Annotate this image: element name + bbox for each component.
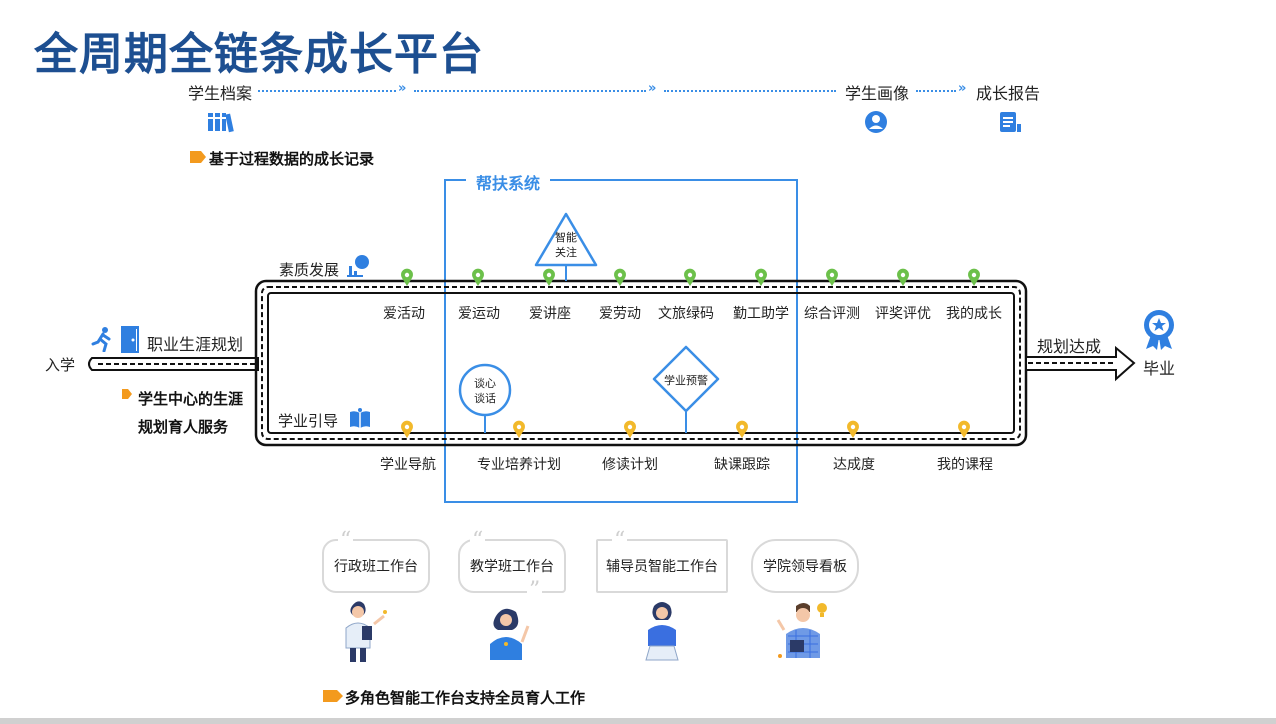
orange-marker-icon [190,151,206,163]
record-note: 基于过程数据的成长记录 [209,150,375,168]
page-title: 全周期全链条成长平台 [34,29,484,80]
upper-item-label: 爱活动 [383,306,425,322]
location-pin-icon [472,268,484,286]
student-file-label: 学生档案 [188,84,253,103]
upper-item-label: 我的成长 [946,306,1002,322]
orange-marker-icon [122,389,132,399]
lower-item-label: 学业导航 [380,457,436,473]
quality-development-label: 素质发展 [279,261,340,279]
running-person-icon [91,327,111,352]
enroll-label: 入学 [45,356,76,374]
academic-guidance-label: 学业引导 [278,412,339,430]
quote-open-icon: “ [612,528,628,553]
person-with-tablet-illustration [345,601,387,662]
location-pin-icon [897,268,909,286]
location-pin-icon [401,420,414,438]
location-pin-icon [401,268,413,286]
open-book-icon [350,408,370,428]
upper-item-label: 爱运动 [458,306,500,322]
orange-marker-icon [323,690,343,702]
quote-close-icon: ” [527,578,543,603]
user-portrait-icon [865,111,887,133]
smart-attention-line: 智能 [555,231,577,244]
lower-item-label: 缺课跟踪 [714,457,770,473]
smart-attention-line: 关注 [555,246,577,259]
woman-standing-illustration [645,602,679,661]
support-system-box [444,179,798,503]
graduate-label: 毕业 [1143,359,1176,378]
chevron-right-icon: » [398,81,407,96]
flow-dots [664,90,836,92]
books-icon [208,113,234,133]
support-system-title: 帮扶系统 [466,170,551,194]
lower-item-label: 我的课程 [937,457,993,473]
quote-open-icon: “ [470,528,486,553]
workbench-label: 行政班工作台 [334,559,418,575]
heart-talk-line: 谈话 [474,392,496,405]
career-note-line: 规划育人服务 [138,418,229,436]
student-portrait-label: 学生画像 [845,84,910,103]
plan-achieved-label: 规划达成 [1037,337,1102,356]
upper-item-label: 爱劳动 [599,306,641,322]
flow-dots [916,90,956,92]
workbench-counselor[interactable]: 辅导员智能工作台 [596,539,728,593]
location-pin-icon [755,268,768,286]
lower-item-label: 专业培养计划 [477,457,561,473]
door-icon [121,326,139,353]
career-planning-label: 职业生涯规划 [147,335,244,354]
location-pin-icon [624,420,636,438]
growth-report-label: 成长报告 [976,84,1041,103]
workbench-admin-class[interactable]: 行政班工作台 [322,539,430,593]
location-pin-icon [847,420,860,438]
upper-item-label: 评奖评优 [875,306,931,322]
person-board-icon [347,255,369,277]
heart-talk-label: 谈心 谈话 [465,376,505,406]
location-pin-icon [614,268,626,286]
career-note-line: 学生中心的生涯 [138,390,244,408]
smart-attention-label: 智能 关注 [546,230,586,260]
bottom-divider [0,718,1276,724]
chevron-right-icon: » [958,81,967,96]
upper-item-label: 爱讲座 [529,306,571,322]
quote-open-icon: “ [338,528,354,553]
location-pin-icon [968,268,980,286]
woman-waving-illustration [490,608,530,660]
heart-talk-line: 谈心 [474,377,496,390]
lower-item-label: 修读计划 [602,457,658,473]
academic-warning-label: 学业预警 [664,374,708,387]
upper-item-label: 综合评测 [804,306,860,322]
location-pin-icon [736,420,749,438]
location-pin-icon [826,268,839,286]
workbench-note: 多角色智能工作台支持全员育人工作 [345,689,586,707]
location-pin-icon [684,268,696,286]
location-pin-icon [957,420,970,438]
workbench-label: 学院领导看板 [763,559,847,575]
location-pin-icon [513,420,525,438]
flow-dots [258,90,396,92]
workbench-label: 辅导员智能工作台 [606,559,718,575]
flow-dots [414,90,646,92]
upper-item-label: 勤工助学 [733,306,789,322]
chevron-right-icon: » [648,81,657,96]
career-note: 学生中心的生涯 规划育人服务 [138,385,243,441]
upper-item-label: 文旅绿码 [658,306,714,322]
lower-item-label: 达成度 [833,457,875,473]
award-medal-icon [1144,310,1174,350]
workbench-label: 教学班工作台 [470,559,554,575]
report-icon [1000,112,1021,132]
location-pin-icon [543,268,555,286]
man-with-idea-illustration [776,603,827,658]
workbench-college-leader[interactable]: 学院领导看板 [751,539,859,593]
